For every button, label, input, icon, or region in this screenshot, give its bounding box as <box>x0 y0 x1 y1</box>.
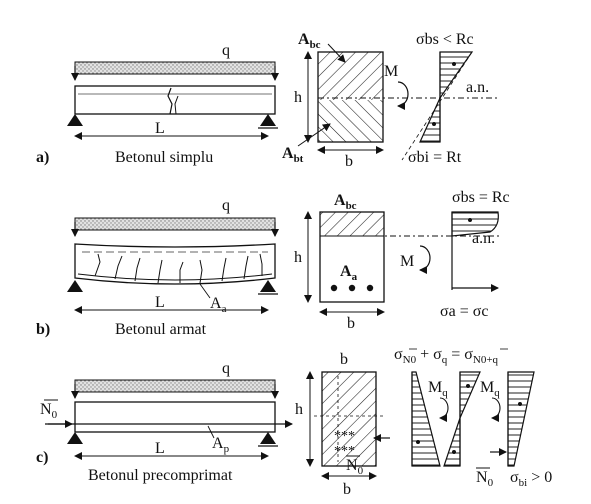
axis-label-a: a.n. <box>466 79 489 96</box>
cracks-b <box>94 253 263 284</box>
support-left-a <box>67 114 83 126</box>
support-left-c <box>67 432 83 444</box>
rebar-dot-2 <box>348 284 356 292</box>
sigma-top-a: σbs < Rc <box>416 31 474 48</box>
moment-label-b: M <box>400 253 414 270</box>
sigma-bottom-b: σa = σc <box>440 303 488 320</box>
width-label-c: b <box>343 481 351 498</box>
moment-label-a: M <box>384 63 398 80</box>
moment-arc-b <box>419 245 431 274</box>
span-label-c: L <box>155 440 165 457</box>
beam-c <box>74 401 276 433</box>
equation-c: σN0 + σq = σN0+q <box>394 346 499 366</box>
row-tag-c: c) <box>36 449 48 466</box>
rebar-dot-3 <box>366 284 374 292</box>
moment-2-c: Mq <box>480 379 500 399</box>
crack-a <box>167 87 173 115</box>
support-right-c <box>260 432 276 444</box>
height-label-b: h <box>294 249 302 266</box>
row-a: q L Betonul simplu a) h b Abc Abt a.n. M <box>36 31 500 170</box>
sigma-bottom-c: σbi > 0 <box>510 469 552 489</box>
moment-arc-a <box>397 81 409 110</box>
rebar-section-label-b: Aa <box>340 263 358 283</box>
tendon-label-c: Ap <box>212 435 230 455</box>
crack-a2 <box>174 95 179 115</box>
height-label-c: h <box>295 401 303 418</box>
beam-b <box>74 243 276 285</box>
stress-compression-a <box>439 51 474 100</box>
zone-bottom-label-a: Abt <box>282 145 304 165</box>
width-label-b: b <box>347 315 355 332</box>
rebar-label-b: Aa <box>210 295 227 315</box>
load-label-a: q <box>222 42 230 59</box>
span-label-b: L <box>155 294 165 311</box>
beam-a <box>74 85 276 115</box>
row-b: q L Aa Betonul armat b) h b <box>36 189 510 338</box>
axis-label-b: a.n. <box>472 230 495 247</box>
load-label-c: q <box>222 360 230 377</box>
caption-b: Betonul armat <box>115 321 207 338</box>
sigma-top-b: σbs = Rc <box>452 189 510 206</box>
load-bar-a <box>74 61 276 75</box>
support-right-a <box>260 114 276 126</box>
zone-top-label-b: Abc <box>334 192 357 212</box>
stress-compression-b <box>451 211 499 237</box>
width-label-a: b <box>345 153 353 170</box>
force-label-c: N0 <box>40 401 58 421</box>
sigma-bottom-a: σbi = Rt <box>408 149 462 166</box>
section-a <box>317 51 384 143</box>
row-c: q N0 Ap L Betonul precomprimat c) h b b … <box>36 346 552 498</box>
caption-c: Betonul precomprimat <box>88 467 233 484</box>
section-c <box>321 371 377 467</box>
section-b <box>319 211 385 303</box>
stress-q-c <box>443 371 481 467</box>
support-right-b <box>260 280 276 292</box>
load-bar-b <box>74 217 276 231</box>
rebar-dot-1 <box>330 284 338 292</box>
svg-text:***: *** <box>334 444 355 459</box>
load-label-b: q <box>222 197 230 214</box>
height-label-a: h <box>294 89 302 106</box>
row-tag-a: a) <box>36 149 49 166</box>
moment-1-c: Mq <box>428 379 448 399</box>
zone-top-label-a: Abc <box>298 31 321 51</box>
stress-tension-a <box>419 97 441 143</box>
force-diagram-c: N0 <box>476 469 494 489</box>
width-label-top-c: b <box>340 351 348 368</box>
load-bar-c <box>74 379 276 393</box>
span-label-a: L <box>155 120 165 137</box>
row-tag-b: b) <box>36 321 50 338</box>
stress-sum-c <box>507 371 535 467</box>
tendon-marks-c: *** <box>334 429 355 444</box>
support-left-b <box>67 280 83 292</box>
caption-a: Betonul simplu <box>115 149 213 166</box>
